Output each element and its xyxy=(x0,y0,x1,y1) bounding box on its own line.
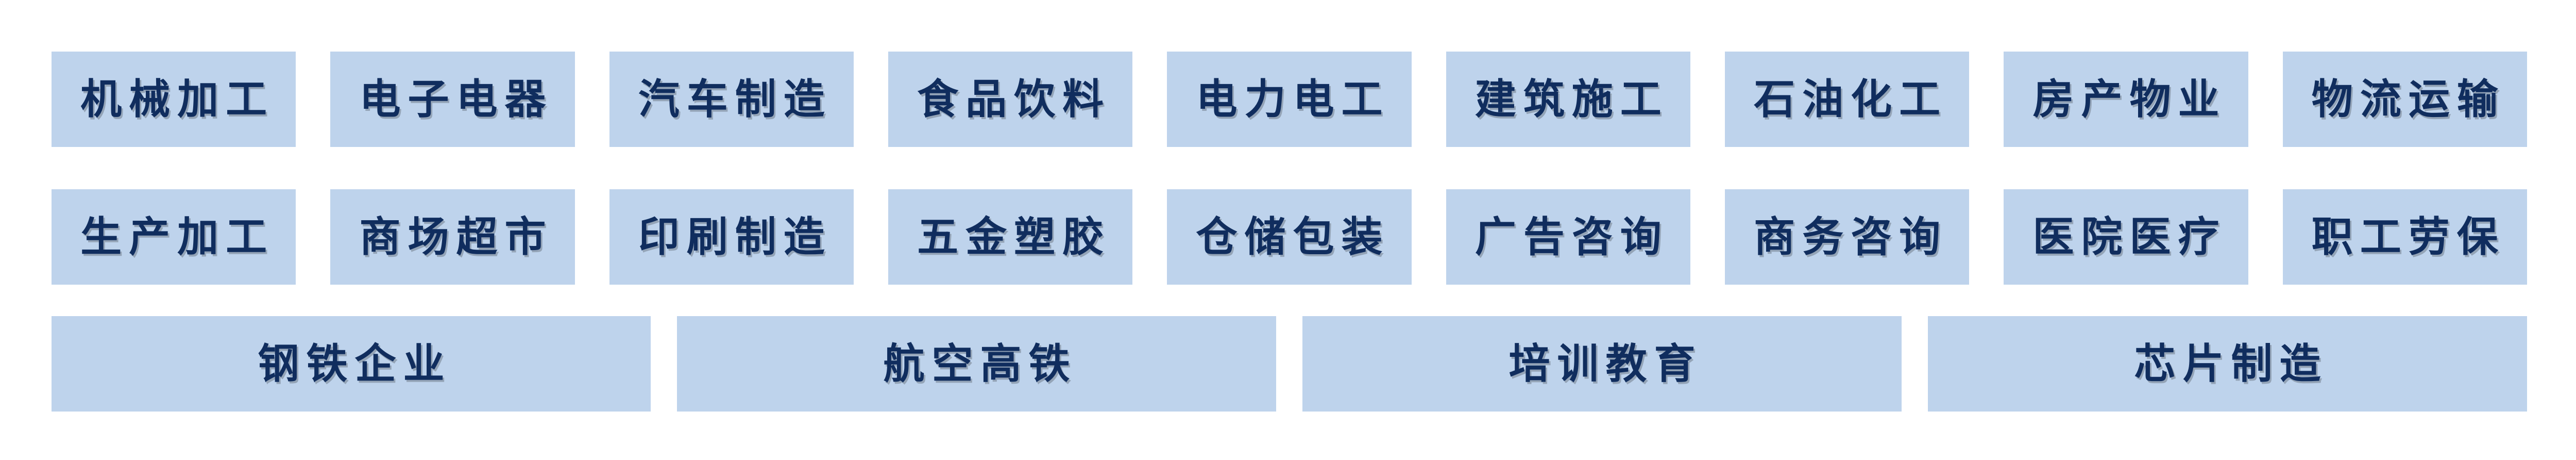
industry-tag-construction[interactable]: 建筑施工 xyxy=(1446,52,1690,147)
industry-row-3: 钢铁企业 航空高铁 培训教育 芯片制造 xyxy=(52,316,2527,412)
industry-tag-advertising-consulting[interactable]: 广告咨询 xyxy=(1446,189,1690,285)
industry-tag-label: 汽车制造 xyxy=(638,76,832,122)
industry-tag-logistics[interactable]: 物流运输 xyxy=(2282,52,2527,147)
industry-tag-label: 五金塑胶 xyxy=(917,213,1111,260)
industry-tag-hospital-medical[interactable]: 医院医疗 xyxy=(2004,189,2248,285)
industry-tag-machining[interactable]: 机械加工 xyxy=(52,52,296,147)
industry-tag-electric-power[interactable]: 电力电工 xyxy=(1167,52,1412,147)
industry-row-1: 机械加工 电子电器 汽车制造 食品饮料 电力电工 建筑施工 石油化工 房产物业 … xyxy=(52,52,2527,147)
industry-tag-chip-manufacturing[interactable]: 芯片制造 xyxy=(1928,316,2527,412)
industry-tag-training-education[interactable]: 培训教育 xyxy=(1302,316,1902,412)
industry-tag-electronics[interactable]: 电子电器 xyxy=(330,52,575,147)
industry-tag-board: 机械加工 电子电器 汽车制造 食品饮料 电力电工 建筑施工 石油化工 房产物业 … xyxy=(0,52,2576,460)
industry-tag-steel-enterprise[interactable]: 钢铁企业 xyxy=(52,316,651,412)
industry-tag-label: 培训教育 xyxy=(1509,340,1703,387)
industry-tag-label: 仓储包装 xyxy=(1196,213,1390,260)
industry-tag-label: 生产加工 xyxy=(80,213,275,260)
industry-tag-label: 石油化工 xyxy=(1754,76,1948,122)
industry-tag-mall-supermarket[interactable]: 商场超市 xyxy=(330,189,575,285)
industry-tag-food-beverage[interactable]: 食品饮料 xyxy=(888,52,1133,147)
industry-tag-label: 物流运输 xyxy=(2311,76,2505,122)
industry-row-2: 生产加工 商场超市 印刷制造 五金塑胶 仓储包装 广告咨询 商务咨询 医院医疗 … xyxy=(52,189,2527,285)
industry-tag-label: 医院医疗 xyxy=(2032,213,2227,260)
industry-tag-aviation-high-speed-rail[interactable]: 航空高铁 xyxy=(677,316,1276,412)
industry-tag-label: 钢铁企业 xyxy=(258,340,452,387)
industry-tag-label: 航空高铁 xyxy=(883,340,1077,387)
industry-tag-label: 商务咨询 xyxy=(1754,213,1948,260)
industry-tag-production-processing[interactable]: 生产加工 xyxy=(52,189,296,285)
industry-tag-labor-protection[interactable]: 职工劳保 xyxy=(2282,189,2527,285)
industry-tag-auto-manufacturing[interactable]: 汽车制造 xyxy=(609,52,854,147)
industry-tag-label: 电力电工 xyxy=(1196,76,1390,122)
industry-tag-printing-manufacturing[interactable]: 印刷制造 xyxy=(609,189,854,285)
industry-tag-petrochemical[interactable]: 石油化工 xyxy=(1724,52,1970,147)
industry-tag-hardware-plastics[interactable]: 五金塑胶 xyxy=(888,189,1133,285)
industry-tag-label: 商场超市 xyxy=(359,213,553,260)
industry-tag-label: 建筑施工 xyxy=(1475,76,1669,122)
industry-tag-label: 机械加工 xyxy=(80,76,275,122)
industry-tag-warehousing-packaging[interactable]: 仓储包装 xyxy=(1167,189,1412,285)
industry-tag-label: 电子电器 xyxy=(359,76,553,122)
industry-tag-real-estate-property[interactable]: 房产物业 xyxy=(2004,52,2248,147)
industry-tag-label: 房产物业 xyxy=(2032,76,2227,122)
industry-tag-label: 芯片制造 xyxy=(2134,340,2328,387)
industry-tag-label: 食品饮料 xyxy=(917,76,1111,122)
industry-tag-business-consulting[interactable]: 商务咨询 xyxy=(1724,189,1970,285)
industry-tag-label: 职工劳保 xyxy=(2311,213,2505,260)
industry-tag-label: 广告咨询 xyxy=(1475,213,1669,260)
industry-tag-label: 印刷制造 xyxy=(638,213,832,260)
